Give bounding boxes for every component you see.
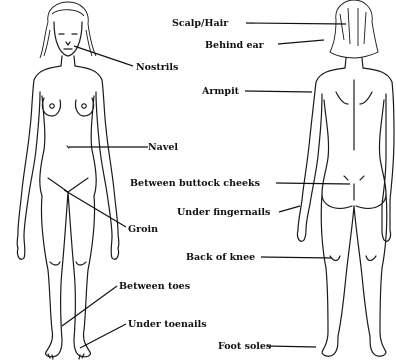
leader-scalp-hair <box>246 23 346 24</box>
label-behind-ear: Behind ear <box>205 40 265 51</box>
leader-between-toes <box>62 286 117 326</box>
label-under-fingernails: Under fingernails <box>177 207 270 218</box>
leader-behind-ear <box>278 40 324 44</box>
label-under-toenails: Under toenails <box>128 319 207 330</box>
label-back-of-knee: Back of knee <box>186 252 255 263</box>
leader-foot-soles <box>267 346 316 347</box>
label-navel: Navel <box>148 142 178 153</box>
leader-buttock <box>276 183 350 184</box>
leader-fingernails <box>279 206 300 212</box>
label-foot-soles: Foot soles <box>218 341 271 352</box>
label-between-toes: Between toes <box>119 281 190 292</box>
label-between-buttock-cheeks: Between buttock cheeks <box>130 178 260 189</box>
leader-under-toenails <box>80 324 126 348</box>
leader-back-of-knee <box>261 257 332 258</box>
label-scalp-hair: Scalp/Hair <box>172 18 229 29</box>
label-groin: Groin <box>128 224 158 235</box>
back-body-figure <box>297 0 394 356</box>
leader-nostrils <box>74 46 133 66</box>
label-armpit: Armpit <box>201 86 240 97</box>
labels: Scalp/Hair Behind ear Nostrils Armpit Na… <box>119 18 271 352</box>
leader-armpit <box>245 91 312 92</box>
leader-groin <box>64 190 126 227</box>
label-nostrils: Nostrils <box>136 62 178 73</box>
